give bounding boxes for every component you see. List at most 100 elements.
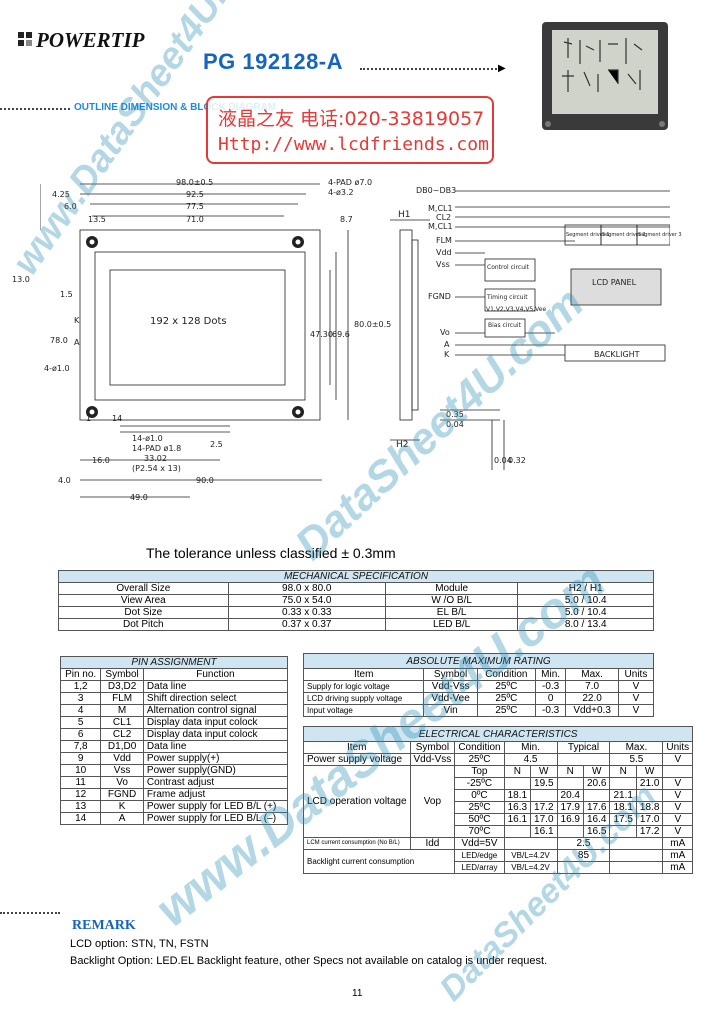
remark-backlight-option: Backlight Option: LED.EL Backlight featu… bbox=[70, 955, 548, 967]
block-vo: Vo bbox=[440, 328, 450, 337]
pin-1-label: 1 bbox=[86, 414, 92, 423]
block-db: DB0~DB3 bbox=[416, 186, 457, 195]
pin-title: PIN ASSIGNMENT bbox=[60, 656, 288, 669]
block-seg1: Segment driver 1 bbox=[566, 232, 610, 238]
mech-title: MECHANICAL SPECIFICATION bbox=[58, 570, 654, 583]
dim-4-0: 4.0 bbox=[58, 476, 71, 485]
dim-92-5: 92.5 bbox=[186, 190, 204, 199]
dim-13-5: 13.5 bbox=[88, 215, 106, 224]
pin-k-label: K bbox=[74, 316, 80, 325]
dim-14-pads: 14-PAD ø1.8 bbox=[132, 444, 182, 453]
dim-90-0: 90.0 bbox=[196, 476, 214, 485]
dim-69-6: 69.6 bbox=[332, 330, 350, 339]
dim-71-0: 71.0 bbox=[186, 215, 204, 224]
section-subtitle: OUTLINE DIMENSION & BLOCK DIAGRAM bbox=[74, 102, 277, 113]
dim-47-30: 47.30 bbox=[310, 330, 333, 339]
remark-dotted-rule bbox=[0, 912, 60, 914]
contact-stamp: 液晶之友 电话:020-33819057 Http://www.lcdfrien… bbox=[206, 96, 494, 164]
dim-49-0: 49.0 bbox=[130, 493, 148, 502]
tolerance-note: The tolerance unless classified ± 0.3mm bbox=[146, 545, 396, 561]
side-dim-0-32: 0.32 bbox=[508, 456, 526, 465]
block-fgnd: FGND bbox=[428, 292, 451, 301]
remark-lcd-option: LCD option: STN, TN, FSTN bbox=[70, 938, 209, 950]
dots-label: 192 x 128 Dots bbox=[150, 316, 227, 327]
arrow-right-icon: ▶ bbox=[498, 63, 506, 74]
block-panel: LCD PANEL bbox=[592, 278, 637, 287]
dim-13-0: 13.0 bbox=[12, 275, 30, 284]
side-h2-label: H2 bbox=[396, 440, 409, 450]
page-number: 11 bbox=[352, 988, 363, 999]
block-flm: FLM bbox=[436, 236, 452, 245]
block-diagram bbox=[455, 190, 670, 362]
side-h1-label: H1 bbox=[398, 210, 411, 220]
side-dim-0-35: 0.35 bbox=[446, 410, 464, 419]
dim-hole-1-0: 4-ø1.0 bbox=[44, 364, 70, 373]
block-a: A bbox=[444, 340, 450, 349]
side-dim-0-04: 0.04 bbox=[446, 420, 464, 429]
side-dim-0-04b: 0.04 bbox=[494, 456, 512, 465]
dim-4-25: 4.25 bbox=[52, 190, 70, 199]
block-vdd: Vdd bbox=[436, 248, 452, 257]
dim-6-0: 6.0 bbox=[64, 202, 77, 211]
block-vss: Vss bbox=[436, 260, 450, 269]
dim-1-5: 1.5 bbox=[60, 290, 73, 299]
block-k: K bbox=[444, 350, 450, 359]
dim-pad: 4-PAD ø7.0 bbox=[328, 178, 373, 187]
section-dotted-rule bbox=[0, 108, 70, 110]
dim-8-7: 8.7 bbox=[340, 215, 353, 224]
brand-logo-icon bbox=[18, 32, 32, 46]
dim-80-0: 80.0±0.5 bbox=[354, 320, 392, 329]
block-seg3: Segment driver 3 bbox=[638, 232, 682, 238]
dim-14-holes: 14-ø1.0 bbox=[132, 434, 163, 443]
model-number: PG 192128-A bbox=[203, 49, 344, 74]
dim-77-5: 77.5 bbox=[186, 202, 204, 211]
block-seg2: Segment driver 2 bbox=[602, 232, 646, 238]
side-view-drawing bbox=[390, 219, 505, 470]
outline-dimension-drawing bbox=[40, 183, 349, 498]
brand-name: POWERTIP bbox=[36, 28, 145, 52]
dim-hole: 4-ø3.2 bbox=[328, 188, 354, 197]
block-bias: Bias circuit bbox=[488, 322, 521, 329]
stamp-url: Http://www.lcdfriends.com bbox=[218, 134, 489, 155]
dim-16-0: 16.0 bbox=[92, 456, 110, 465]
dim-pitch: (P2.54 x 13) bbox=[132, 464, 181, 473]
pin-14-label: 14 bbox=[112, 414, 123, 423]
block-timing: Timing circuit bbox=[487, 294, 528, 301]
header-dotted-rule bbox=[360, 68, 500, 70]
pin-a-label: A bbox=[74, 338, 80, 347]
block-vvee: V1,V2,V3,V4,V5,Vee bbox=[486, 306, 547, 313]
remark-title: REMARK bbox=[72, 918, 136, 933]
block-ctrl: Control circuit bbox=[487, 264, 530, 271]
lcd-module-photo bbox=[542, 22, 668, 130]
dim-33-02: 33.02 bbox=[144, 454, 167, 463]
block-cl2: CL2 bbox=[436, 213, 452, 222]
block-mcl1b: M,CL1 bbox=[428, 222, 453, 231]
